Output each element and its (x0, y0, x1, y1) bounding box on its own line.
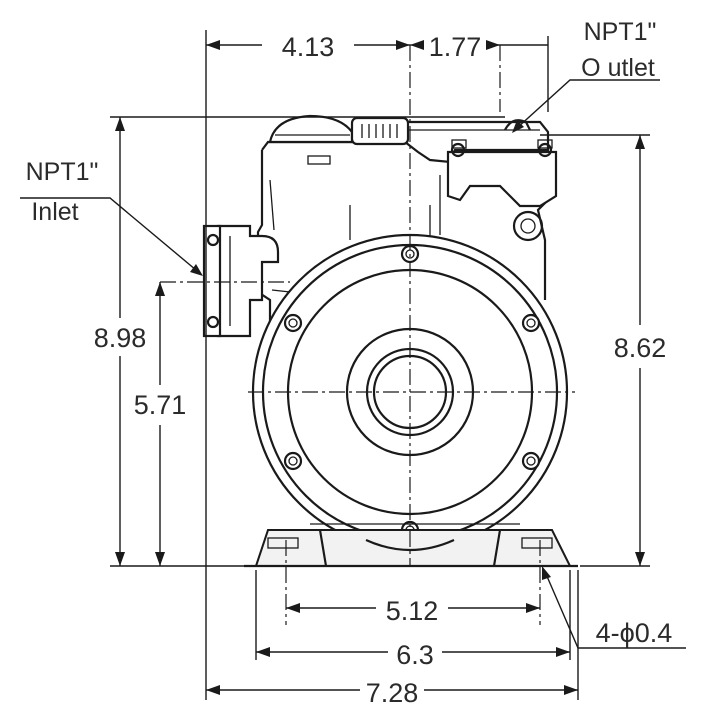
inlet-flange (216, 224, 280, 338)
outlet-label-name: O utlet (581, 54, 655, 82)
outlet-label-size: NPT1" (584, 18, 657, 46)
dim-6-3: 6.3 (396, 640, 434, 670)
finned-cap (350, 116, 410, 146)
inlet-face (202, 224, 222, 338)
port-labels: NPT1" Inlet NPT1" O utlet (26, 18, 657, 226)
dim-7-28: 7.28 (366, 678, 419, 708)
dim-8-62: 8.62 (614, 333, 667, 363)
dimension-lines (20, 40, 686, 695)
base-foot (244, 523, 578, 568)
dim-8-98: 8.98 (94, 323, 147, 353)
center-lines (160, 45, 575, 625)
dim-5-71: 5.71 (134, 390, 187, 420)
top-cover (268, 114, 354, 144)
dimension-labels: 4.13 1.77 8.98 5.71 8.62 5.12 6.3 7.28 4… (94, 32, 673, 708)
inlet-label-name: Inlet (31, 198, 78, 226)
dim-4-13: 4.13 (282, 32, 335, 62)
dim-1-77: 1.77 (429, 32, 482, 62)
dim-mount-holes: 4-ϕ0.4 (596, 618, 673, 648)
dim-5-12: 5.12 (386, 596, 439, 626)
outlet-flange (446, 150, 558, 208)
inlet-label-size: NPT1" (26, 158, 99, 186)
pump-body (202, 114, 558, 338)
